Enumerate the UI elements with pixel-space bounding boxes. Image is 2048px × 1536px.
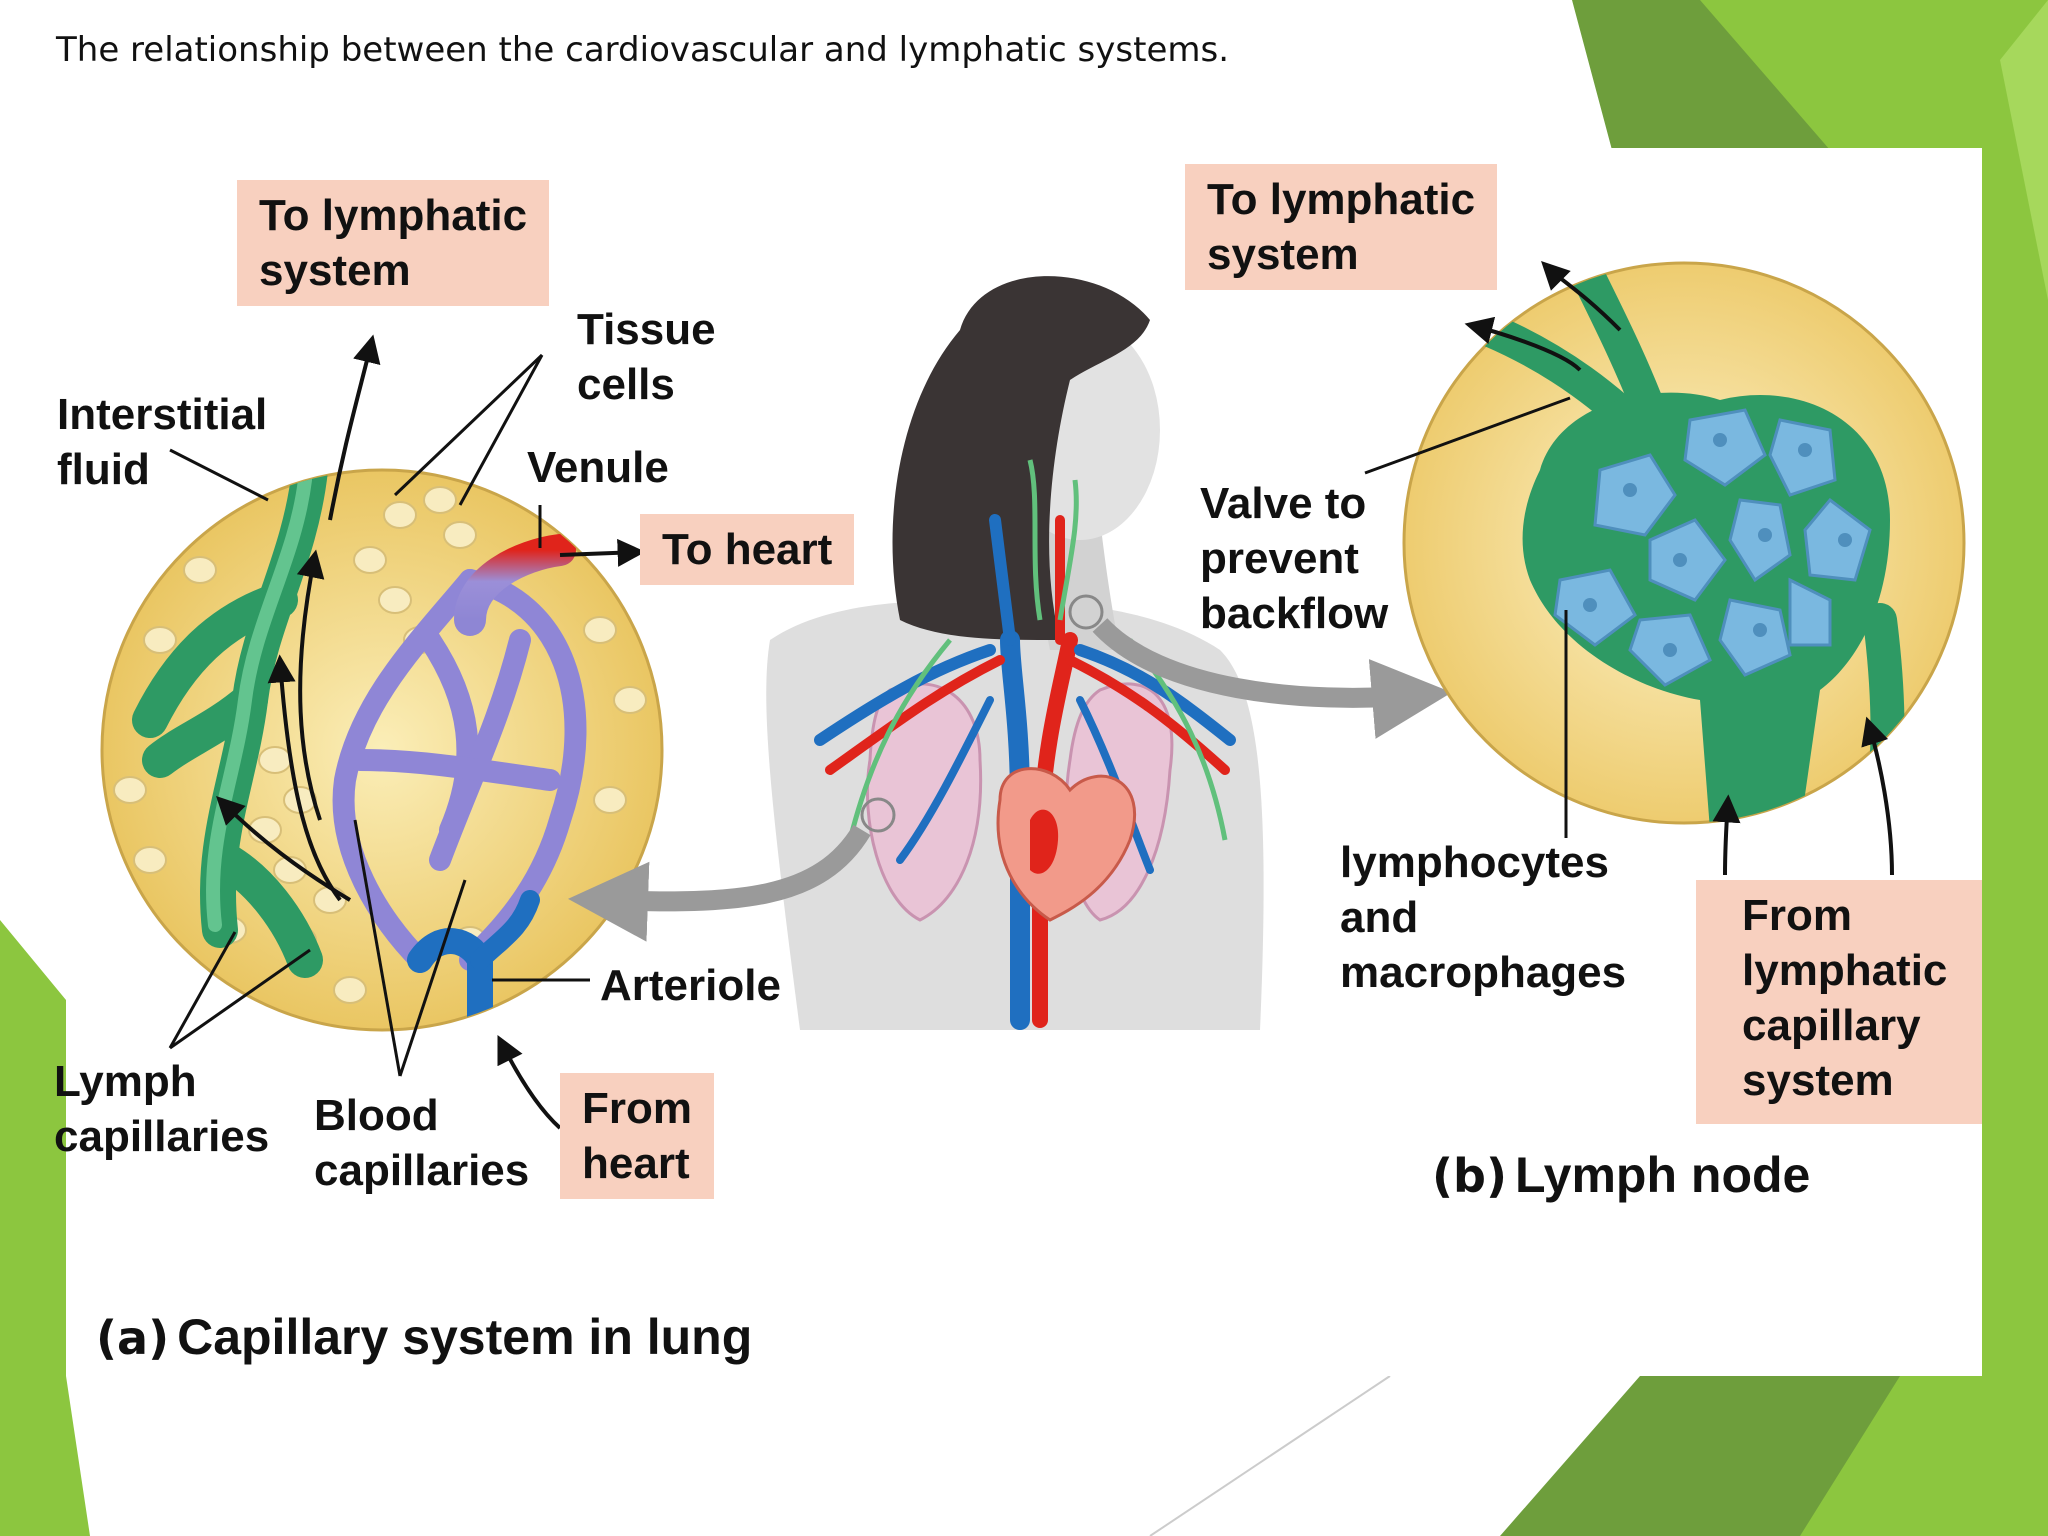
caption-panel-a: (a)Capillary system in lung xyxy=(96,1308,752,1366)
caption-text-b: Lymph node xyxy=(1514,1147,1811,1203)
caption-letter-b: (b) xyxy=(1432,1149,1507,1203)
label-from-heart: From heart xyxy=(560,1073,714,1199)
label-to-heart: To heart xyxy=(640,514,855,585)
slide-title: The relationship between the cardiovascu… xyxy=(56,30,1229,70)
capillary-bed-illustration xyxy=(100,334,664,1130)
label-arteriole: Arteriole xyxy=(600,961,781,1010)
label-tissue-cells: Tissue cells xyxy=(577,305,716,409)
human-torso-illustration xyxy=(568,276,1452,1030)
label-to-lymphatic-system-a: To lymphatic system xyxy=(237,180,550,306)
lymph-node-illustration xyxy=(1364,261,1966,876)
label-lymphocytes-and-macrophages: lymphocytes and macrophages xyxy=(1340,838,1627,997)
caption-panel-b: (b)Lymph node xyxy=(1432,1146,1810,1204)
label-venule: Venule xyxy=(527,443,669,492)
label-interstitial-fluid: Interstitial fluid xyxy=(57,390,268,494)
label-lymph-capillaries: Lymph capillaries xyxy=(54,1057,270,1161)
label-blood-capillaries: Blood capillaries xyxy=(314,1091,530,1195)
label-valve-to-prevent-backflow: Valve to prevent backflow xyxy=(1200,479,1389,638)
caption-text-a: Capillary system in lung xyxy=(177,1309,753,1365)
label-from-lymphatic-capillary-system: From lymphatic capillary system xyxy=(1696,880,1982,1124)
label-to-lymphatic-system-b: To lymphatic system xyxy=(1185,164,1498,290)
caption-letter-a: (a) xyxy=(96,1311,170,1365)
